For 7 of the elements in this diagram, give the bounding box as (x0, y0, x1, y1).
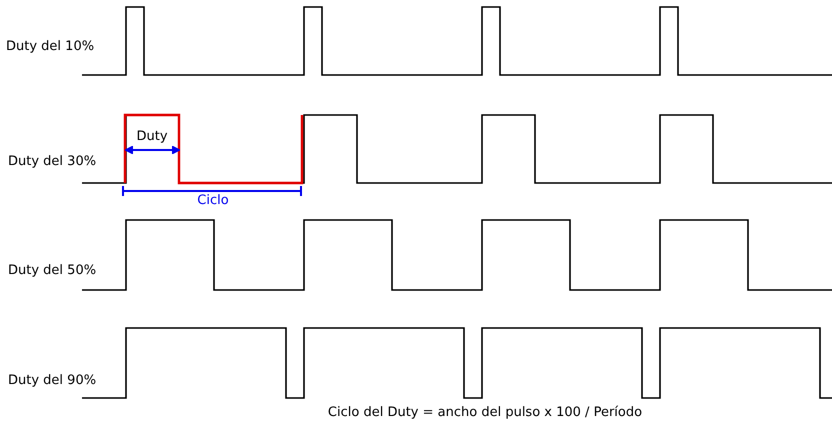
row-label: Duty del 30% (8, 154, 96, 170)
dimension-label: Duty (136, 129, 168, 145)
row-label: Duty del 90% (8, 373, 96, 389)
row-label: Duty del 10% (6, 39, 94, 55)
row-label: Duty del 50% (8, 263, 96, 279)
dimension-label: Ciclo (197, 193, 229, 209)
formula-text: Ciclo del Duty = ancho del pulso x 100 / Período (328, 405, 642, 421)
